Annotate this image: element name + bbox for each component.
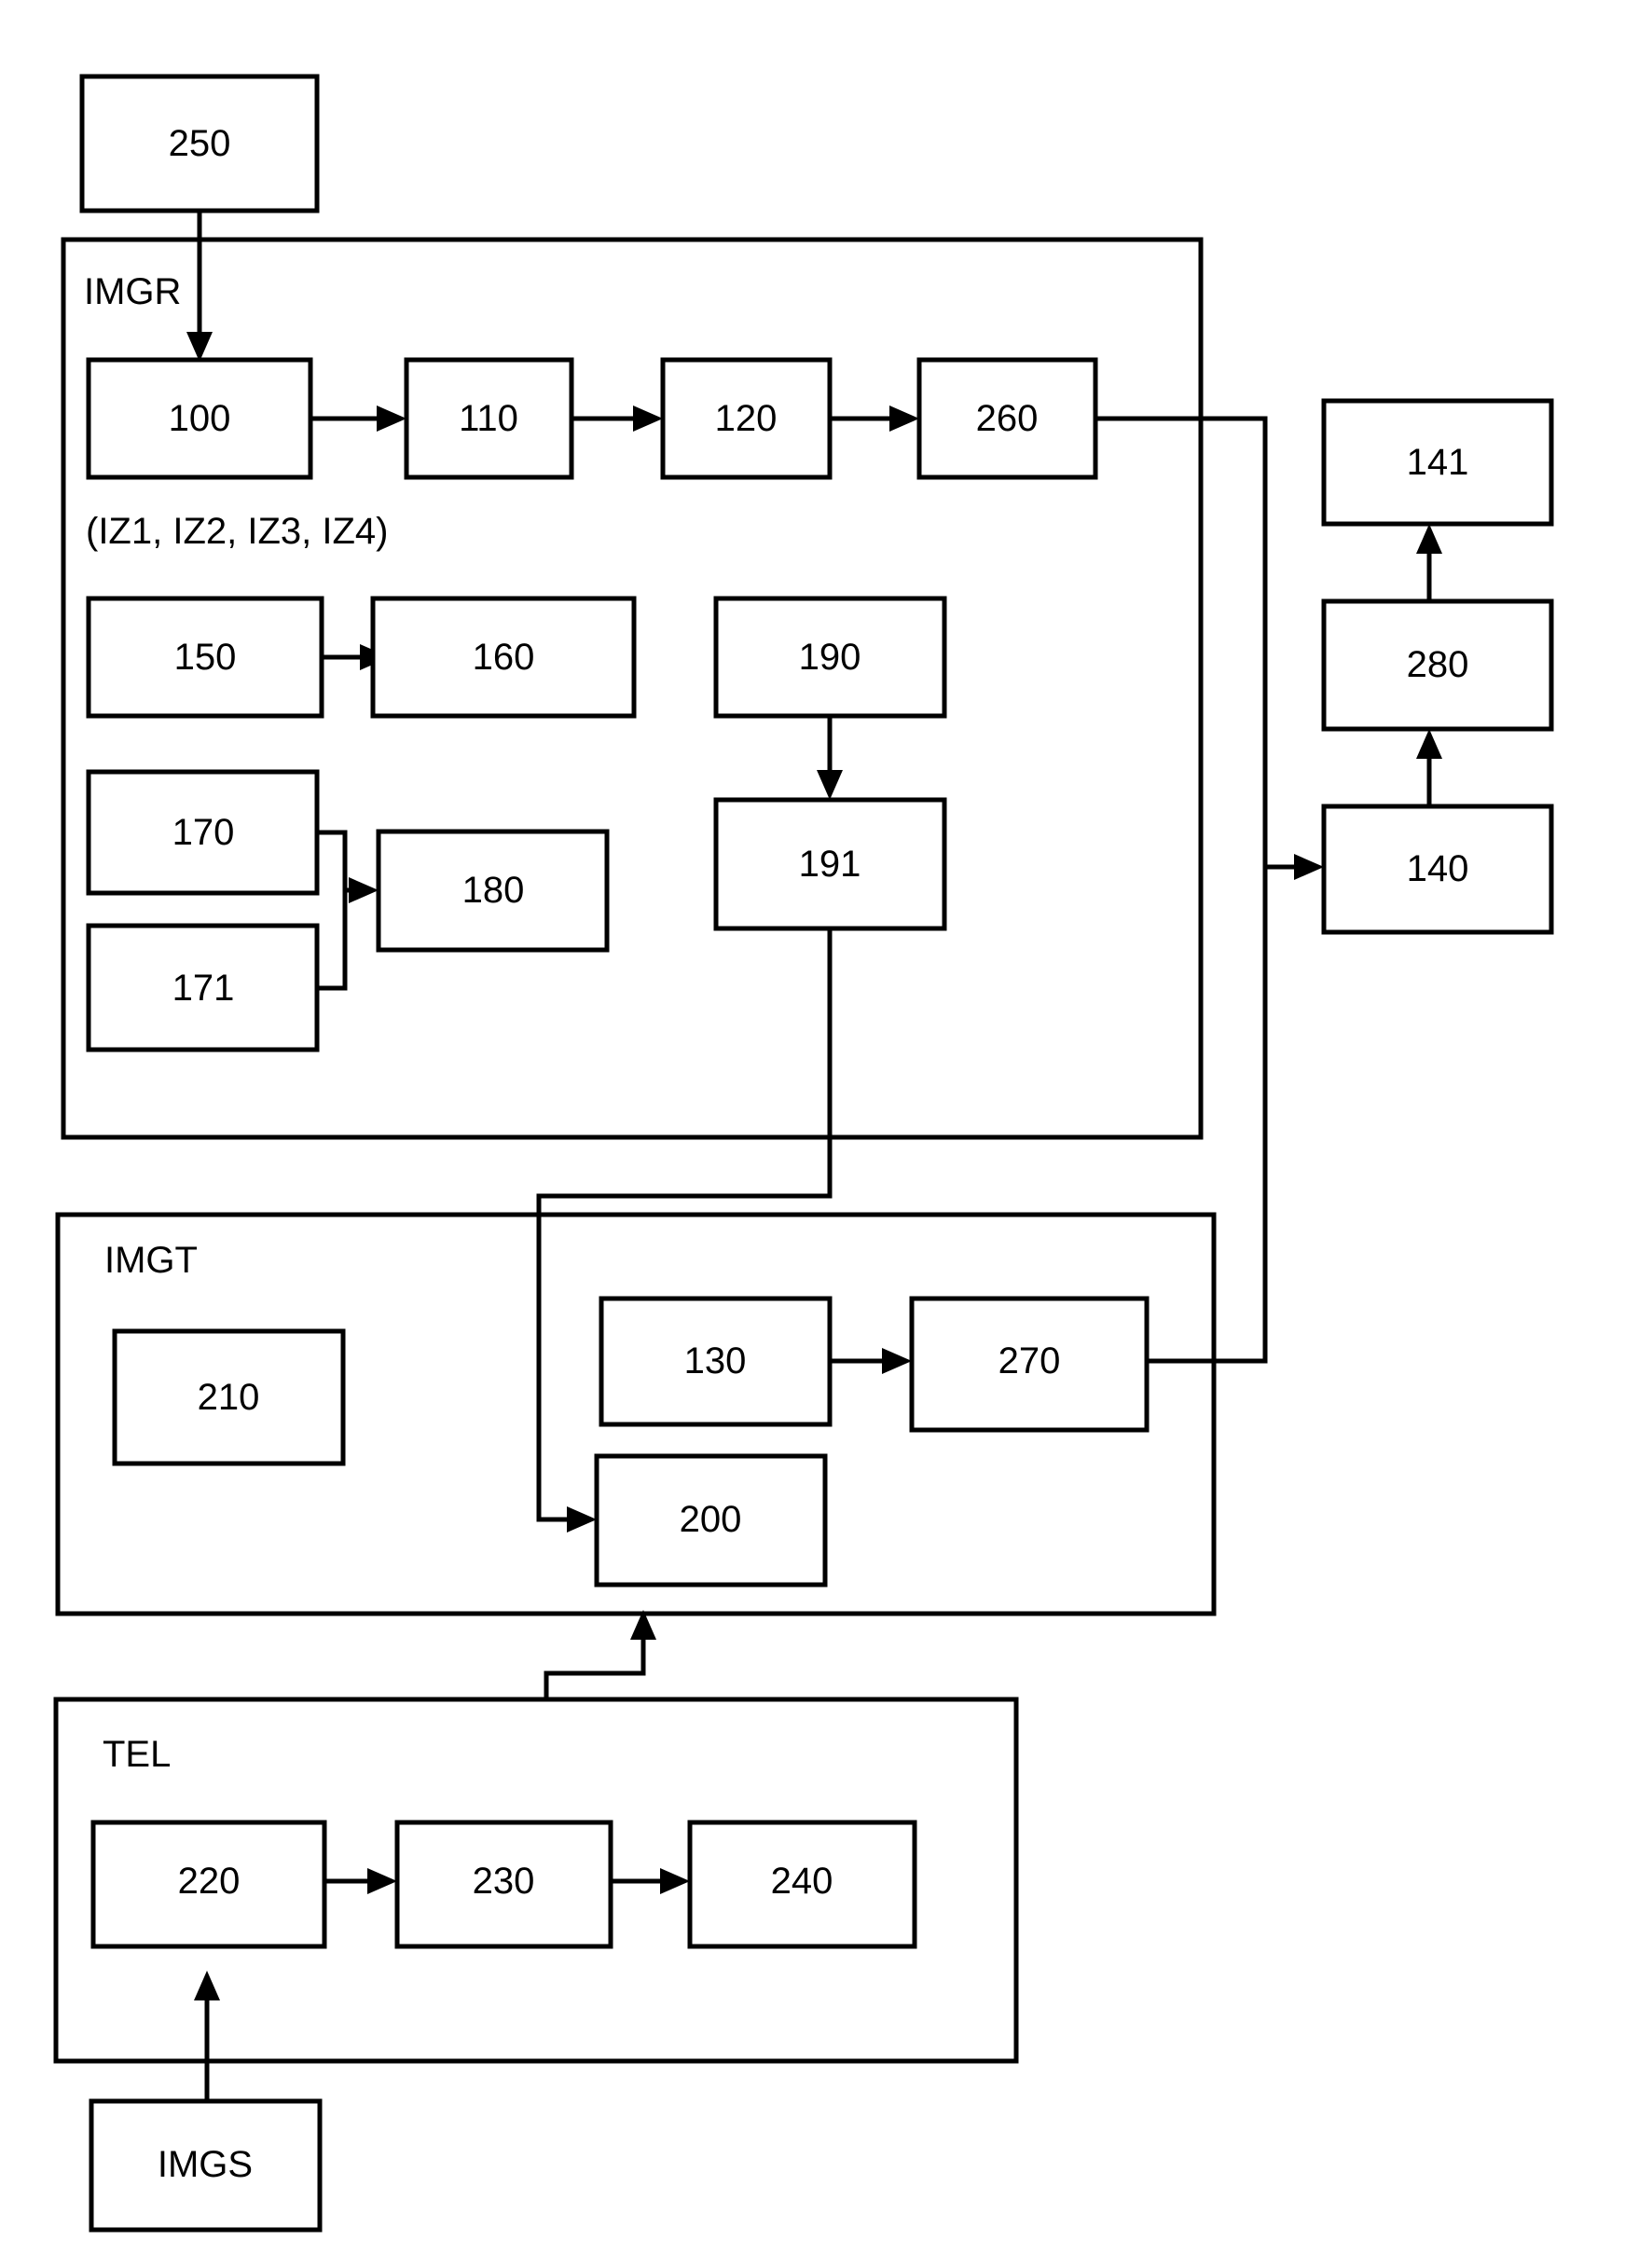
node-180-rect[interactable] [376, 829, 610, 953]
node-170-label: 170 [172, 812, 235, 853]
node-250[interactable]: 250 [79, 74, 320, 213]
node-250-label: 250 [169, 123, 231, 164]
node-150-rect[interactable] [86, 596, 324, 719]
node-240-label: 240 [771, 1861, 833, 1902]
node-210-rect[interactable] [112, 1328, 346, 1466]
node-200-label: 200 [680, 1499, 742, 1540]
arrowhead-191-to-200 [567, 1506, 597, 1533]
arrowhead-merge-to-180 [349, 877, 379, 903]
node-220-rect[interactable] [90, 1820, 327, 1949]
group-imgr [61, 237, 1204, 1140]
node-171-rect[interactable] [86, 923, 320, 1052]
node-260[interactable]: 260 [916, 357, 1098, 480]
arrowhead-250-to-100 [186, 332, 213, 362]
node-150-label: 150 [174, 637, 237, 678]
node-160-rect[interactable] [370, 596, 637, 719]
node-260-rect[interactable] [916, 357, 1098, 480]
node-250-rect[interactable] [79, 74, 320, 213]
node-100[interactable]: 100 [86, 357, 313, 480]
group-tel-label: TEL [103, 1734, 171, 1775]
node-130-rect[interactable] [599, 1296, 833, 1427]
node-220-label: 220 [178, 1861, 241, 1902]
node-190[interactable]: 190 [713, 596, 947, 719]
arrowhead-110-to-120 [633, 405, 663, 432]
node-imgs[interactable]: IMGS [89, 2098, 323, 2233]
node-imgs-rect[interactable] [89, 2098, 323, 2233]
node-120[interactable]: 120 [660, 357, 833, 480]
arrowhead-130-to-270 [882, 1348, 912, 1374]
node-190-label: 190 [799, 637, 861, 678]
arrowhead-220-to-230 [367, 1868, 397, 1894]
node-130-label: 130 [684, 1340, 747, 1381]
arrowhead-bus-to-140 [1294, 854, 1324, 880]
connector-tel-to-200 [544, 1627, 646, 1699]
node-130[interactable]: 130 [599, 1296, 833, 1427]
node-140-label: 140 [1407, 848, 1469, 889]
node-280-label: 280 [1407, 644, 1469, 685]
node-180[interactable]: 180 [376, 829, 610, 953]
arrowhead-230-to-240 [660, 1868, 690, 1894]
node-141[interactable]: 141 [1321, 398, 1554, 527]
node-180-label: 180 [462, 870, 525, 911]
arrowhead-imgs-to-220 [194, 1971, 220, 2000]
connector-270-to-bus [1147, 867, 1268, 1364]
node-140-rect[interactable] [1321, 804, 1554, 935]
group-imgt [55, 1212, 1217, 1616]
node-210[interactable]: 210 [112, 1328, 346, 1466]
node-191-rect[interactable] [713, 797, 947, 931]
group-tel [53, 1697, 1019, 2064]
node-110-rect[interactable] [404, 357, 574, 480]
connector-191-to-200 [536, 928, 833, 1522]
node-160[interactable]: 160 [370, 596, 637, 719]
connector-260-to-bus [1095, 416, 1268, 867]
node-220[interactable]: 220 [90, 1820, 327, 1949]
node-141-label: 141 [1407, 442, 1469, 483]
node-100-label: 100 [169, 398, 231, 439]
node-141-rect[interactable] [1321, 398, 1554, 527]
arrowhead-190-to-191 [817, 770, 843, 800]
node-110-label: 110 [459, 398, 518, 439]
node-110[interactable]: 110 [404, 357, 574, 480]
arrowhead-140-to-280 [1416, 729, 1442, 759]
node-100-rect[interactable] [86, 357, 313, 480]
node-170-rect[interactable] [86, 769, 320, 896]
node-240[interactable]: 240 [687, 1820, 917, 1949]
node-171-label: 171 [172, 968, 235, 1009]
arrowhead-120-to-260 [889, 405, 919, 432]
node-200-rect[interactable] [594, 1453, 828, 1588]
node-191[interactable]: 191 [713, 797, 947, 931]
node-120-rect[interactable] [660, 357, 833, 480]
node-270[interactable]: 270 [909, 1296, 1150, 1433]
node-140[interactable]: 140 [1321, 804, 1554, 935]
arrowhead-280-to-141 [1416, 524, 1442, 554]
node-240-rect[interactable] [687, 1820, 917, 1949]
node-280-rect[interactable] [1321, 598, 1554, 732]
node-171[interactable]: 171 [86, 923, 320, 1052]
node-280[interactable]: 280 [1321, 598, 1554, 732]
iz-note-label: (IZ1, IZ2, IZ3, IZ4) [86, 511, 389, 552]
node-270-label: 270 [998, 1340, 1061, 1381]
connector-170-171-bracket [317, 830, 348, 991]
node-200[interactable]: 200 [594, 1453, 828, 1588]
node-120-label: 120 [715, 398, 778, 439]
node-230-label: 230 [473, 1861, 535, 1902]
group-imgr-label: IMGR [84, 271, 181, 312]
node-150[interactable]: 150 [86, 596, 324, 719]
node-230[interactable]: 230 [394, 1820, 613, 1949]
arrowhead-100-to-110 [377, 405, 406, 432]
node-191-label: 191 [799, 844, 861, 885]
node-imgs-label: IMGS [158, 2144, 253, 2185]
group-imgt-label: IMGT [104, 1240, 198, 1281]
node-210-label: 210 [198, 1377, 260, 1418]
node-270-rect[interactable] [909, 1296, 1150, 1433]
node-230-rect[interactable] [394, 1820, 613, 1949]
node-170[interactable]: 170 [86, 769, 320, 896]
node-190-rect[interactable] [713, 596, 947, 719]
node-260-label: 260 [976, 398, 1039, 439]
node-160-label: 160 [473, 637, 535, 678]
arrowhead-tel-to-200 [630, 1610, 656, 1640]
